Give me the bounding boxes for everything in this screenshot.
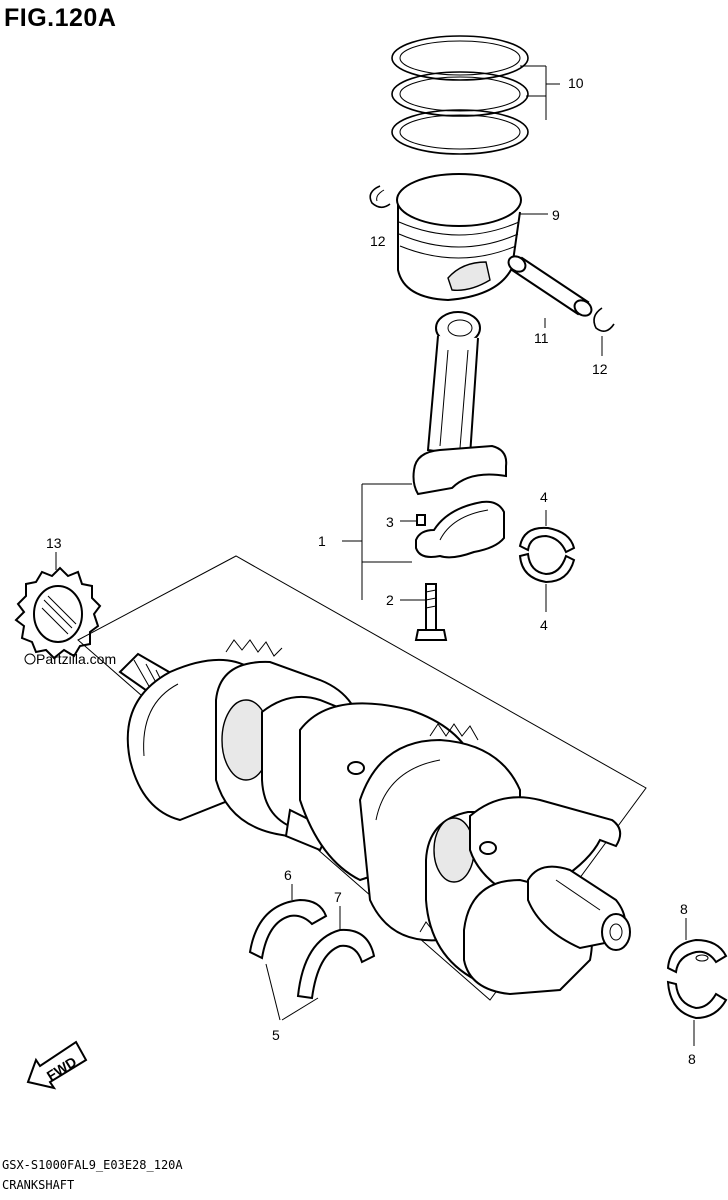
figure-name: CRANKSHAFT	[2, 1178, 75, 1192]
callout-4[interactable]: 4	[540, 489, 548, 505]
thrust-bearing-icon[interactable]	[248, 898, 376, 1000]
callout-2[interactable]: 2	[386, 592, 394, 608]
bearing-shell-icon[interactable]	[518, 526, 576, 584]
callout-1[interactable]: 1	[318, 533, 326, 549]
rod-bolt-icon[interactable]	[414, 583, 448, 641]
crankshaft-icon[interactable]	[118, 639, 631, 996]
piston-ring-icon[interactable]	[391, 35, 529, 155]
leader-1	[342, 483, 426, 601]
watermark-text: Partzilla.com	[36, 651, 116, 667]
rod-dowel-icon[interactable]	[416, 514, 426, 526]
connecting-rod-icon[interactable]	[412, 311, 508, 559]
callout-6[interactable]: 6	[284, 867, 292, 883]
callout-12[interactable]: 12	[592, 361, 608, 377]
figure-title: FIG.120A	[4, 4, 117, 32]
callout-9[interactable]: 9	[552, 207, 560, 223]
callout-8[interactable]: 8	[688, 1051, 696, 1067]
circlip-icon[interactable]	[593, 307, 615, 332]
callout-11[interactable]: 11	[534, 330, 549, 346]
piston-pin-icon[interactable]	[506, 253, 595, 319]
callout-12[interactable]: 12	[370, 233, 386, 249]
sprocket-icon[interactable]	[14, 566, 102, 660]
callout-7[interactable]: 7	[334, 889, 342, 905]
leader-10	[520, 65, 560, 120]
bearing-shell-icon[interactable]	[666, 938, 728, 1020]
circlip-icon[interactable]	[369, 185, 391, 209]
figure-code: GSX-S1000FAL9_E03E28_120A	[2, 1158, 183, 1172]
callout-10[interactable]: 10	[568, 75, 584, 91]
callout-4[interactable]: 4	[540, 617, 548, 633]
callout-8[interactable]: 8	[680, 901, 688, 917]
fwd-arrow-icon: FWD	[26, 1040, 88, 1090]
callout-3[interactable]: 3	[386, 514, 394, 530]
piston-icon[interactable]	[396, 173, 522, 302]
callout-5[interactable]: 5	[272, 1027, 280, 1043]
callout-13[interactable]: 13	[46, 535, 62, 551]
crankshaft-group-box	[77, 555, 647, 1001]
